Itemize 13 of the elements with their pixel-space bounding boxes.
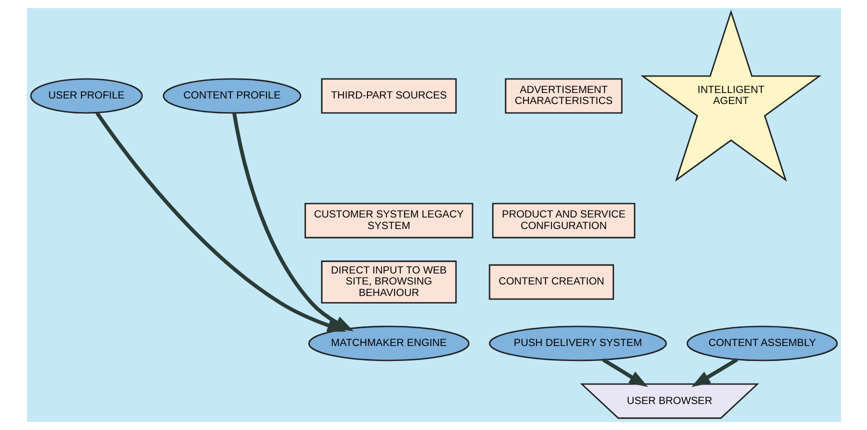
node-box: DIRECT INPUT TO WEB SITE, BROWSING BEHAVIOUR (320, 260, 456, 304)
node-box: PRODUCT AND SERVICE CONFIGURATION (492, 202, 635, 238)
node-ellipse: PUSH DELIVERY SYSTEM (488, 326, 666, 362)
node-box: ADVERTISEMENT CHARACTERISTICS (504, 78, 622, 114)
arrow (690, 358, 738, 388)
node-ellipse: CONTENT PROFILE (162, 78, 301, 114)
node-ellipse: CONTENT ASSEMBLY (686, 326, 838, 362)
arrow (602, 358, 648, 388)
node-box: CUSTOMER SYSTEM LEGACY SYSTEM (304, 202, 473, 238)
node-box: THIRD-PART SOURCES (320, 78, 456, 114)
node-ellipse: USER PROFILE (30, 78, 142, 114)
node-box: CONTENT CREATION (488, 264, 614, 300)
node-ellipse: MATCHMAKER ENGINE (308, 326, 470, 362)
